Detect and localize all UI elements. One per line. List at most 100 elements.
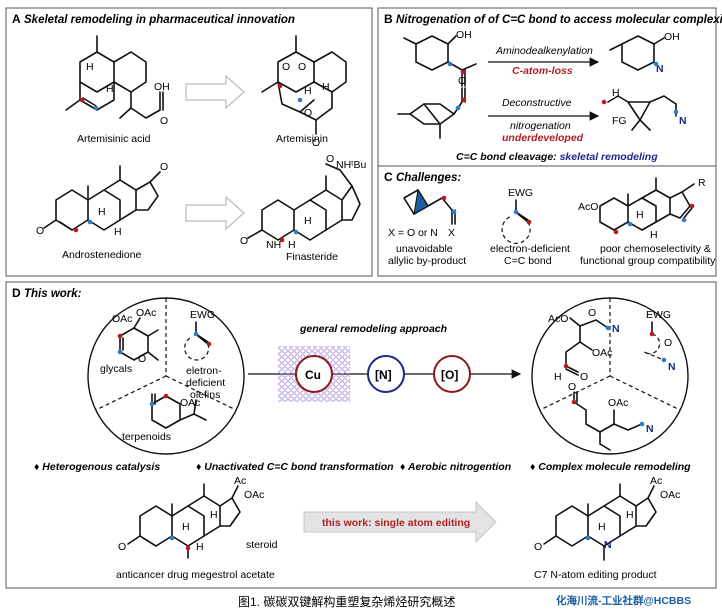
panel-b-p2-n: N: [679, 115, 687, 127]
panel-c: C Challenges: X X = O or N unavoidable a…: [377, 165, 717, 277]
panel-a: A Skeletal remodeling in pharmaceutical …: [5, 7, 373, 277]
artemisinin-structure: O O O O H H: [261, 35, 347, 149]
panel-b-reactant-2: O: [397, 75, 467, 139]
panel-b-letter: B: [384, 12, 393, 26]
androstenedione-structure: O O H H: [36, 161, 168, 238]
finasteride-o2: O: [326, 153, 334, 165]
atom-dot-red: [163, 393, 169, 399]
c7-product-structure: O N Ac OAc H H: [534, 475, 680, 561]
megestrol-label: anticancer drug megestrol acetate: [116, 569, 275, 581]
artemisinin-o2: O: [298, 61, 306, 73]
atom-dot-red: [441, 195, 447, 201]
androstenedione-h1: H: [98, 206, 106, 218]
androstenedione-o2: O: [160, 161, 168, 173]
prod-n-2: N: [668, 361, 676, 373]
challenge-3-r: R: [698, 177, 706, 189]
panel-b-footer: C=C bond cleavage: skeletal remodeling: [456, 151, 658, 163]
prod-ewg: EWG: [646, 309, 671, 321]
challenge-1-structure: X X = O or N: [388, 188, 457, 239]
terpenoids-label: terpenoids: [122, 431, 171, 443]
panel-d-title: This work:: [24, 288, 82, 300]
megestrol-h2: H: [210, 509, 218, 521]
n-bracket-label: [N]: [375, 368, 392, 382]
watermark: 化海川流-工业社群@HCBBS: [556, 594, 691, 607]
glycal-oac-1: OAc: [112, 313, 132, 325]
atom-dot-red: [79, 97, 85, 103]
finasteride-nhtbu: NHᵗBu: [336, 159, 366, 171]
panel-b-arrow1-bottom: C-atom-loss: [512, 65, 573, 77]
finasteride-nh: NH: [266, 239, 281, 251]
atom-dot-red: [461, 97, 467, 103]
atom-dot-red: [571, 399, 577, 405]
panel-b-product-1: OH N: [609, 31, 680, 75]
olefins-label-1: eletron-: [186, 365, 222, 377]
atom-dot-blue: [297, 97, 303, 103]
substrate-circle: OAc OAc O glycals EWG eletron- deficient…: [87, 297, 245, 455]
panel-b-p2-fg: FG: [612, 115, 627, 127]
cu-catalyst-badge: [295, 355, 333, 393]
prod-o-4: O: [568, 381, 576, 393]
panel-b-p1-oh: OH: [664, 31, 680, 43]
panel-c-letter: C: [384, 170, 393, 184]
c7-n: N: [604, 539, 612, 551]
product-circle: AcO OAc O N O H EWG O N: [531, 297, 689, 455]
panel-c-frame: [377, 165, 717, 277]
atom-dot-blue: [639, 421, 645, 427]
transform-arrow-1: [185, 74, 245, 110]
challenge-1-label-1: unavoidable: [396, 243, 453, 255]
finasteride-h1: H: [304, 215, 312, 227]
atom-dot-blue: [673, 109, 679, 115]
atom-dot-blue: [627, 221, 633, 227]
finasteride-structure: O O NHᵗBu NH H H: [240, 153, 366, 251]
prod-n-1: N: [612, 323, 620, 335]
atom-dot-blue: [681, 217, 687, 223]
androstenedione-o1: O: [36, 225, 44, 237]
panel-b-arrow2-bottom: underdeveloped: [502, 132, 584, 144]
c7-o: O: [534, 541, 542, 553]
panel-b-r1-oh: OH: [456, 29, 472, 41]
panel-a-frame: [5, 7, 373, 277]
artemisinin-o4: O: [312, 137, 320, 149]
challenge-3-aco: AcO: [578, 201, 598, 213]
olefins-label-3: olefins: [190, 389, 220, 401]
artemisinic-oh-label: OH: [154, 81, 170, 93]
artemisinin-o3: O: [304, 107, 312, 119]
finasteride-label: Finasteride: [286, 251, 338, 263]
challenge-2-structure: EWG: [501, 187, 533, 244]
panel-d-letter: D: [12, 286, 21, 300]
c7-ac: Ac: [650, 475, 662, 487]
challenge-3-label-1: poor chemoselectivity &: [600, 243, 711, 255]
transform-arrow-2: [185, 195, 245, 231]
panel-b-p1-n: N: [656, 63, 664, 75]
atom-dot-blue: [293, 229, 299, 235]
androstenedione-label: Androstenedione: [62, 249, 142, 261]
challenge-1-x: X: [448, 227, 455, 239]
cu-label: Cu: [305, 368, 321, 382]
c7-oac: OAc: [660, 489, 680, 501]
atom-dot-blue: [585, 535, 591, 541]
panel-b-arrow2-mid: nitrogenation: [510, 120, 571, 132]
atom-dot-blue: [149, 401, 155, 407]
megestrol-h1: H: [182, 521, 190, 533]
atom-dot-red: [563, 363, 569, 369]
atom-dot-blue: [455, 105, 461, 111]
prod-oac: OAc: [592, 347, 612, 359]
artemisinin-h1: H: [322, 81, 330, 93]
artemisinic-acid-structure: OH O H H: [65, 35, 170, 127]
feature-2: ♦ Unactivated C=C bond transformation: [196, 461, 394, 473]
atom-dot-blue: [451, 209, 457, 215]
approach-label: general remodeling approach: [299, 323, 447, 335]
panel-d: D This work: OAc OAc O glycals EWG: [5, 281, 717, 589]
atom-dot-red: [277, 83, 283, 89]
atom-dot-red: [117, 333, 123, 339]
artemisinic-o-label: O: [160, 115, 168, 127]
panel-b-r2-o: O: [458, 75, 466, 87]
challenge-3-structure: AcO R H H: [578, 177, 706, 241]
atom-dot-blue: [93, 105, 99, 111]
challenge-1-label-2: allylic by-product: [388, 255, 466, 267]
challenge-2-ewg: EWG: [508, 187, 533, 199]
atom-dot-blue: [661, 357, 667, 363]
atom-dot-blue: [193, 331, 199, 337]
oxygen-source-badge: [433, 355, 471, 393]
atom-dot-blue: [447, 61, 453, 67]
